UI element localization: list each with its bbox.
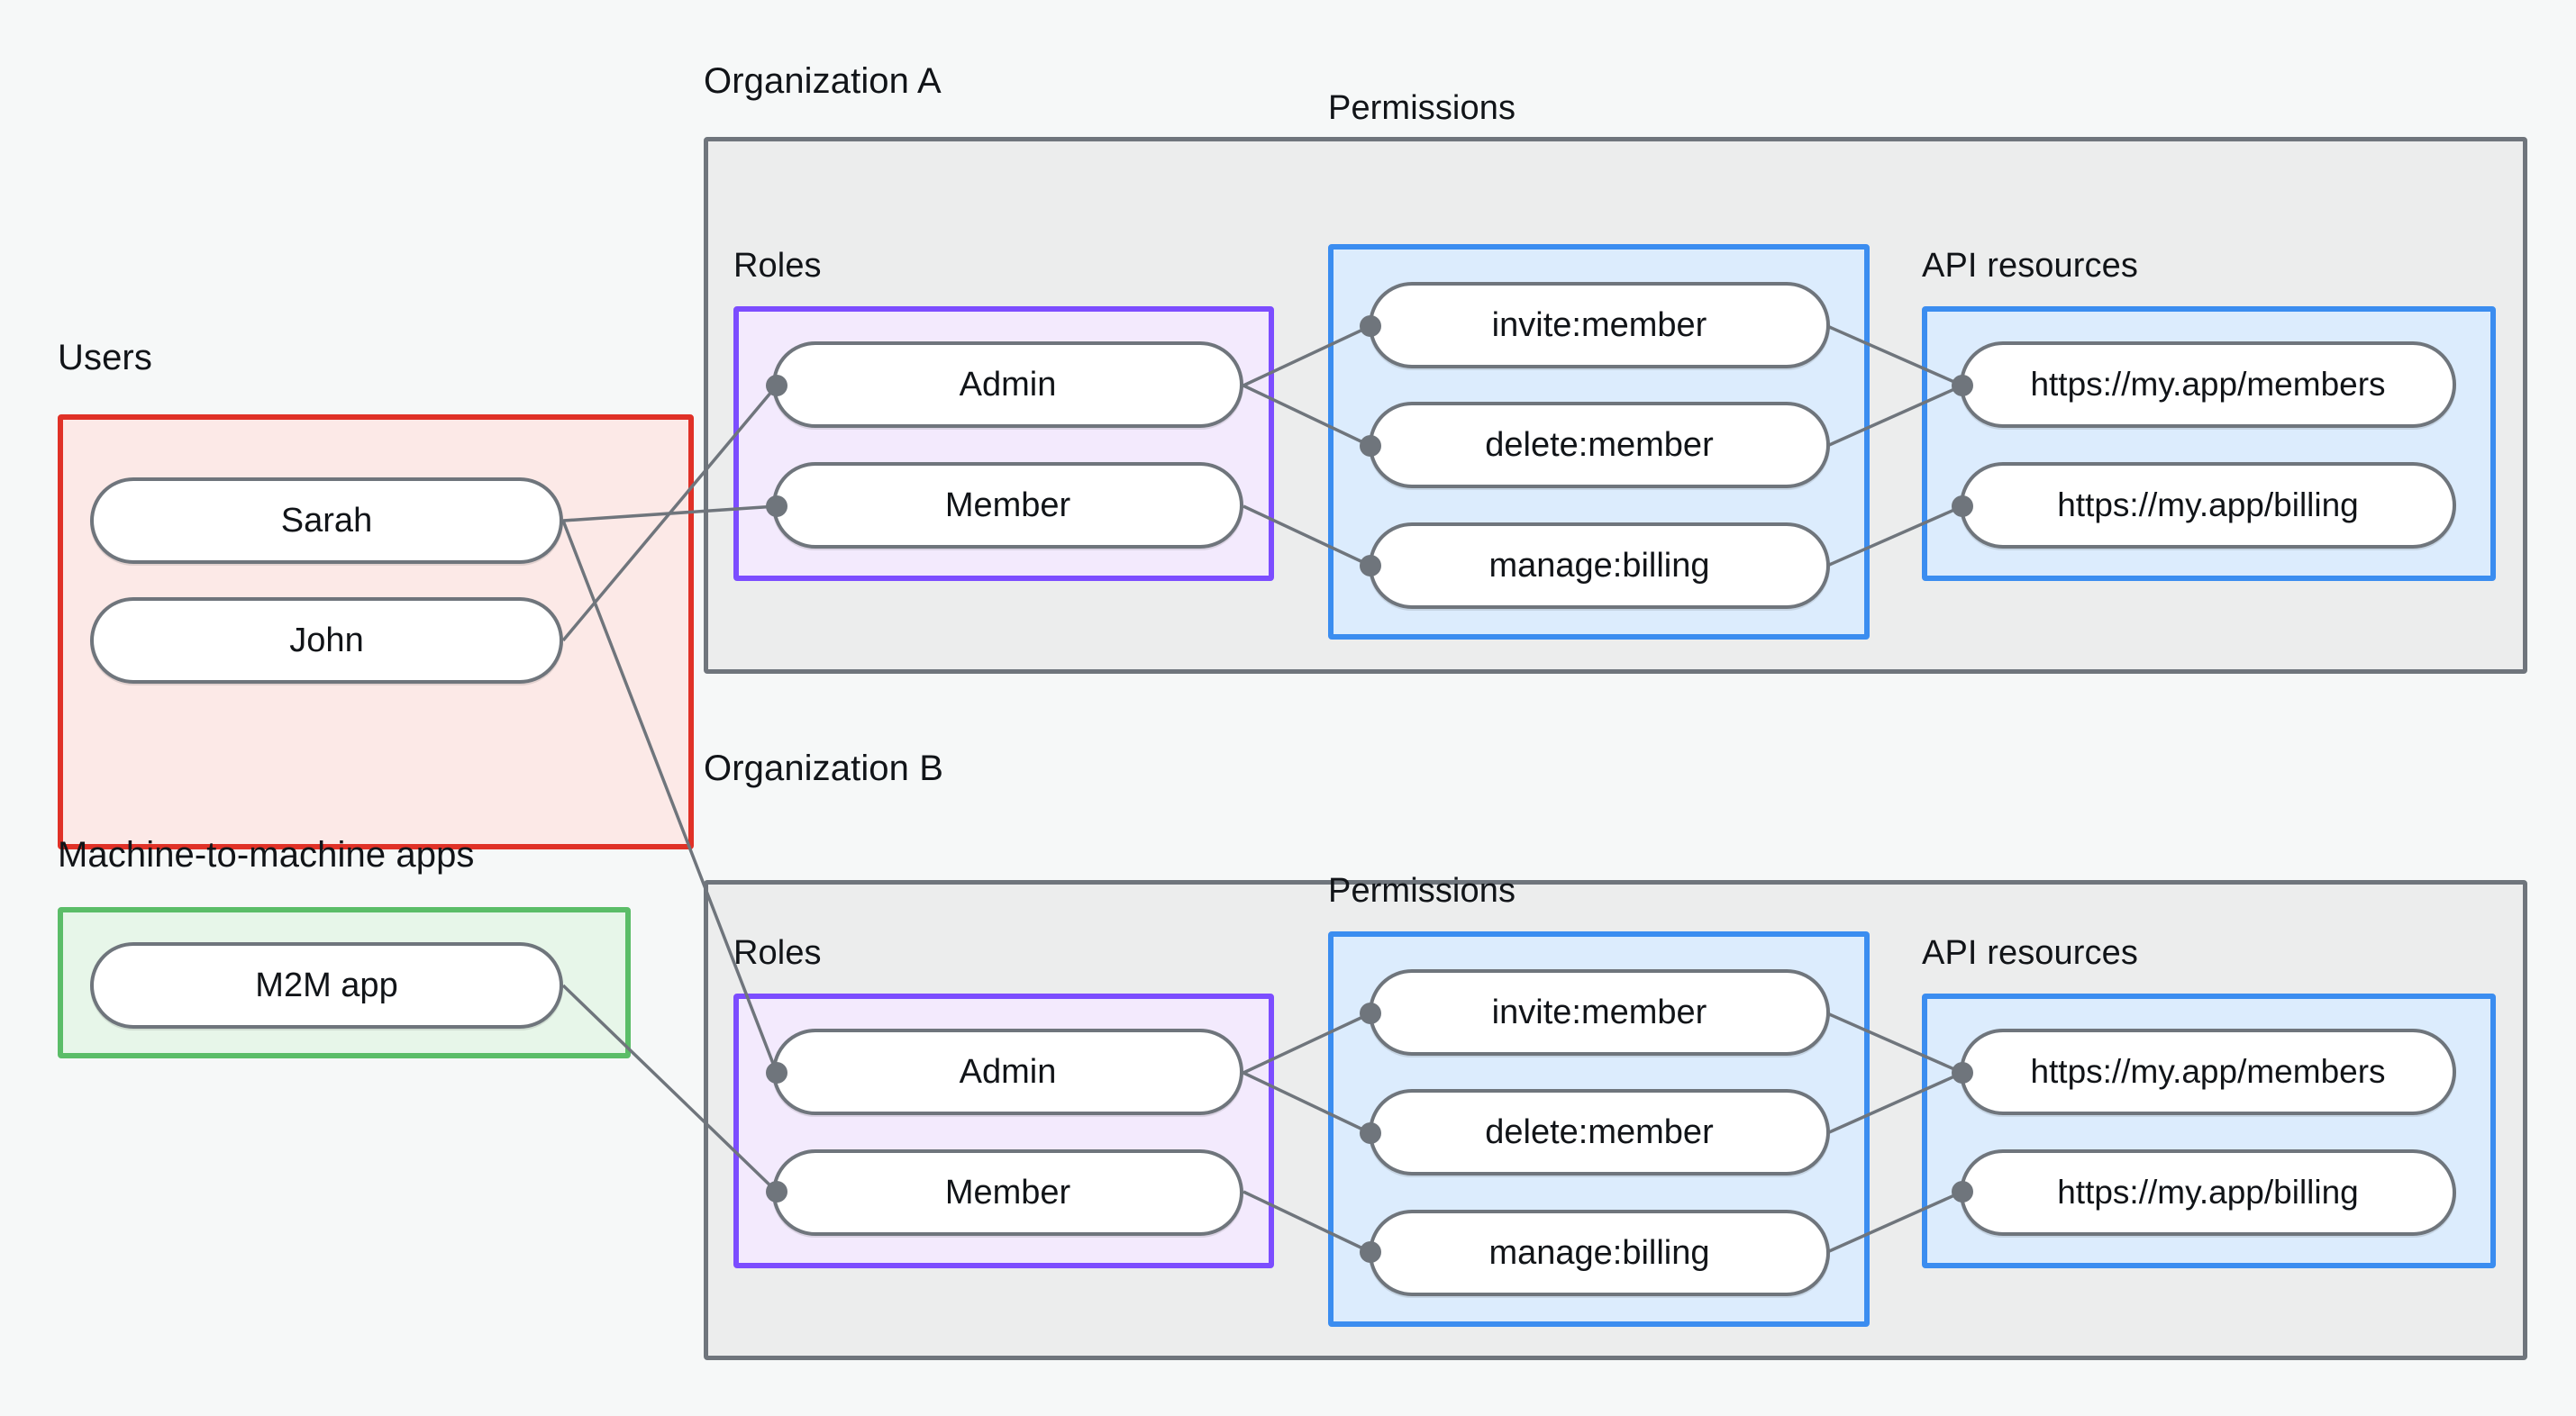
org-b-permission-delete-member[interactable]: delete:member <box>1369 1089 1830 1175</box>
org-b-api-resource-billing[interactable]: https://my.app/billing <box>1960 1149 2456 1236</box>
m2m-group-label: Machine-to-machine apps <box>58 835 475 875</box>
org-b-permission-manage-billing[interactable]: manage:billing <box>1369 1210 1830 1296</box>
org-a-roles-label: Roles <box>733 247 822 285</box>
org-a-permission-delete-member[interactable]: delete:member <box>1369 402 1830 488</box>
org-a-api-resources-label: API resources <box>1922 247 2138 285</box>
org-b-api-resource-members[interactable]: https://my.app/members <box>1960 1029 2456 1115</box>
m2m-node-app[interactable]: M2M app <box>90 942 563 1029</box>
user-node-sarah[interactable]: Sarah <box>90 477 563 564</box>
org-b-role-member[interactable]: Member <box>772 1149 1243 1236</box>
org-a-label: Organization A <box>704 61 942 101</box>
org-b-permission-invite-member[interactable]: invite:member <box>1369 969 1830 1056</box>
users-group-label: Users <box>58 338 152 377</box>
org-a-api-resource-billing[interactable]: https://my.app/billing <box>1960 462 2456 549</box>
org-b-roles-label: Roles <box>733 934 822 972</box>
org-b-permissions-label: Permissions <box>1328 872 1516 910</box>
org-b-api-resources-label: API resources <box>1922 934 2138 972</box>
org-a-role-admin[interactable]: Admin <box>772 341 1243 428</box>
org-a-permission-manage-billing[interactable]: manage:billing <box>1369 522 1830 609</box>
user-node-john[interactable]: John <box>90 597 563 684</box>
org-a-api-resource-members[interactable]: https://my.app/members <box>1960 341 2456 428</box>
org-b-label: Organization B <box>704 749 943 788</box>
org-a-permission-invite-member[interactable]: invite:member <box>1369 282 1830 368</box>
org-a-permissions-label: Permissions <box>1328 89 1516 127</box>
org-a-role-member[interactable]: Member <box>772 462 1243 549</box>
org-b-role-admin[interactable]: Admin <box>772 1029 1243 1115</box>
